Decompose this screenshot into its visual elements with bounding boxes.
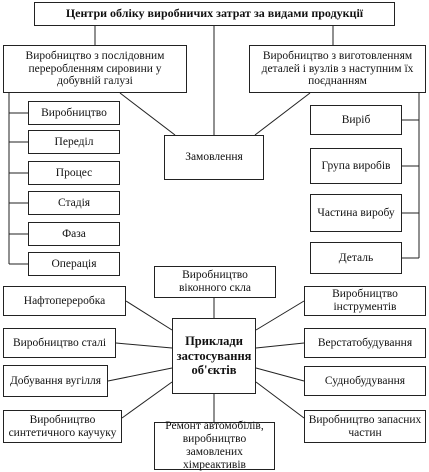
examples-center: Приклади застосування об'єктів	[172, 318, 256, 394]
example-synthetic-rubber: Виробництво синтетичного каучуку	[3, 410, 122, 443]
right-item-vyrib: Виріб	[310, 105, 402, 135]
left-item-protses: Процес	[28, 161, 120, 185]
left-group-header: Виробництво з послідовним переробленням …	[3, 45, 187, 93]
left-order-connector	[119, 92, 176, 136]
example-shipbuilding: Суднобудування	[304, 366, 426, 396]
right-item-hrupa-vyrobiv: Група виробів	[310, 148, 402, 184]
left-item-operatsiia: Операція	[28, 252, 120, 276]
example-window-glass: Виробництво віконного скла	[154, 266, 276, 298]
left-item-vyrobnytstvo: Виробництво	[28, 101, 120, 125]
right-group-header: Виробництво з виготовленням деталей і ву…	[249, 45, 426, 93]
example-oil-refining: Нафтопереробка	[3, 286, 126, 316]
example-steel: Виробництво сталі	[3, 328, 116, 358]
example-spare-parts: Виробництво запасних частин	[304, 410, 426, 443]
right-item-detal: Деталь	[310, 242, 402, 274]
example-coal-mining: Добування вугілля	[3, 365, 108, 397]
example-car-repair: Ремонт автомобілів, виробництво замовлен…	[154, 420, 275, 471]
right-order-connector	[254, 92, 311, 136]
diagram-title: Центри обліку виробничих затрат за видам…	[34, 2, 395, 26]
example-machine-tools: Верстатобудування	[304, 328, 426, 358]
right-item-chastyna-vyrobu: Частина виробу	[310, 194, 402, 232]
left-item-stadiia: Стадія	[28, 191, 120, 215]
example-tools: Виробництво інструментів	[304, 286, 426, 316]
left-item-peredil: Переділ	[28, 130, 120, 154]
order-box: Замовлення	[164, 135, 264, 180]
left-item-faza: Фаза	[28, 222, 120, 246]
